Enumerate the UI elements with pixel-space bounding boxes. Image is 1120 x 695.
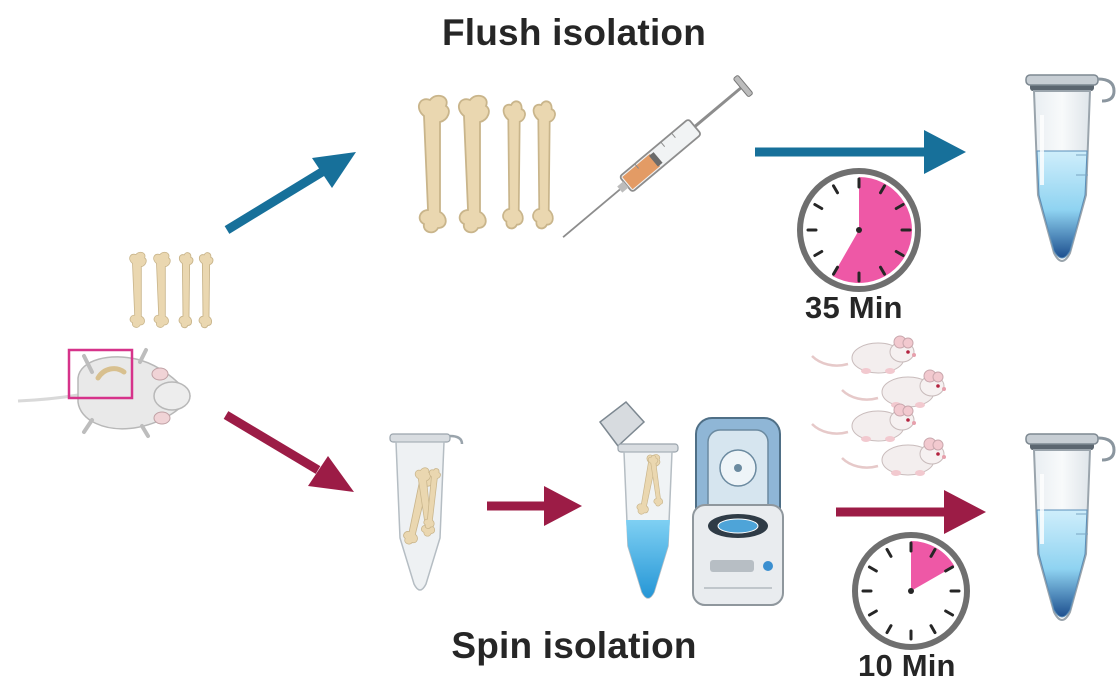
stopwatch-tick (944, 609, 955, 617)
stopwatch-tick (832, 184, 839, 195)
microtube-icon (1024, 432, 1116, 622)
flush-branch-arrow (224, 152, 356, 234)
microtube-icon (598, 400, 679, 599)
flush-duration-label: 35 Min (805, 290, 903, 325)
flush-isolation-title: Flush isolation (441, 12, 707, 53)
stopwatch-tick (813, 250, 824, 257)
stopwatch-tick (879, 265, 886, 276)
bones-icon (417, 94, 556, 234)
stopwatch-tick (885, 624, 893, 635)
syringe-icon (562, 75, 753, 238)
leg-highlight-box (67, 348, 134, 400)
stopwatch-tick (944, 565, 955, 573)
flush-process-arrow (755, 130, 966, 174)
microtube-icon (389, 433, 464, 591)
stopwatch-tick (867, 609, 878, 617)
mouse-icon (17, 348, 191, 438)
stopwatch-tick (929, 547, 937, 558)
stopwatch-tick (879, 184, 886, 195)
spin-isolation-title: Spin isolation (451, 625, 697, 666)
stopwatch-tick (894, 203, 905, 210)
spin-step-arrow (487, 486, 582, 526)
stopwatch-tick (813, 203, 824, 210)
spin-branch-arrow (223, 411, 354, 492)
lab-mouse-icon (810, 334, 948, 478)
stopwatch-icon (852, 532, 970, 650)
stopwatch-icon (797, 168, 921, 292)
centrifuge-icon (692, 417, 784, 606)
spin-process-arrow (836, 490, 986, 534)
bones-icon (129, 251, 214, 329)
stopwatch-tick (929, 624, 937, 635)
stopwatch-tick (832, 265, 839, 276)
stopwatch-tick (867, 565, 878, 573)
spin-duration-label: 10 Min (858, 648, 956, 683)
stopwatch-tick (885, 547, 893, 558)
microtube-icon (1024, 73, 1116, 263)
stopwatch-tick (894, 250, 905, 257)
